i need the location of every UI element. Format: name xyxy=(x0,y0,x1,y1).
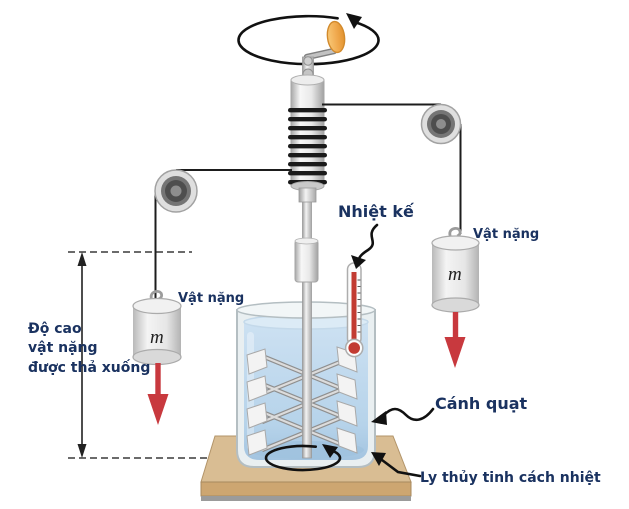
drop-height-measurement xyxy=(68,251,207,459)
weight-right: m xyxy=(431,227,480,368)
base-bottom-edge xyxy=(201,496,411,501)
weight-right-arrow-head-icon xyxy=(444,337,466,368)
shaft-collar-top xyxy=(294,237,319,245)
stir-rotation-arrow-icon xyxy=(264,444,342,472)
shaft-collar xyxy=(294,239,319,283)
weight-right-top xyxy=(431,235,480,251)
thermometer-pointer-arrow-icon xyxy=(357,223,379,261)
pulley-left xyxy=(154,169,198,213)
crank-arm xyxy=(305,49,336,59)
crank-rotation-arrowhead-icon xyxy=(346,13,362,29)
thermometer-label: Nhiệt kế xyxy=(338,202,415,221)
pulley-right xyxy=(420,103,462,145)
drum-connector xyxy=(298,187,317,203)
weight-left: m xyxy=(132,290,182,425)
crank-and-spindle xyxy=(237,13,380,283)
measure-arrowhead-down-icon xyxy=(77,444,87,458)
thermometer xyxy=(344,262,364,358)
paddle-blades xyxy=(246,346,358,456)
mass-symbol-right: m xyxy=(448,264,462,285)
drop-height-label-line3: được thả xuống xyxy=(28,359,150,376)
paddle-wheel xyxy=(246,195,358,472)
glass-pointer-head-icon xyxy=(371,452,386,466)
weight-left-label: Vật nặng xyxy=(178,291,244,306)
weight-left-arrow-head-icon xyxy=(147,394,169,425)
thermometer-bulb xyxy=(348,342,361,354)
spindle-drum xyxy=(290,79,325,186)
crank-rotation-arrow-icon xyxy=(237,14,380,66)
thermometer-pointer-head-icon xyxy=(351,255,366,269)
crank-knob xyxy=(326,20,346,54)
thermometer-column xyxy=(351,272,357,344)
mass-symbol-left: m xyxy=(150,327,164,348)
paddle-pointer-arrow-icon xyxy=(382,407,435,422)
glass-pointer-arrow-icon xyxy=(380,458,422,478)
weight-left-arrow-shaft xyxy=(155,363,161,396)
paddle-pointer-head-icon xyxy=(371,411,387,425)
weight-right-bottom xyxy=(431,297,480,313)
weight-right-label: Vật nặng xyxy=(473,227,539,242)
paddle-shaft xyxy=(302,195,312,459)
weight-right-body xyxy=(432,243,479,305)
spindle-joint-upper xyxy=(303,56,313,66)
rope-and-pulleys xyxy=(154,103,462,299)
stir-rotation-arrowhead-icon xyxy=(322,444,338,458)
drop-height-label-line1: Độ cao xyxy=(28,321,82,337)
measure-arrowhead-up-icon xyxy=(77,252,87,266)
weight-left-body xyxy=(133,306,181,357)
base-front xyxy=(200,481,412,497)
rope-coils xyxy=(288,108,327,185)
weight-left-top xyxy=(132,297,182,315)
label-pointers xyxy=(351,223,435,478)
thermometer-ticks xyxy=(357,279,361,333)
labels: Nhiệt kế Vật nặng Vật nặng Độ cao vật nặ… xyxy=(28,202,601,486)
drop-height-label-line2: vật nặng xyxy=(28,340,98,356)
paddle-wheel-label: Cánh quạt xyxy=(435,394,528,413)
insulated-glass-label: Ly thủy tinh cách nhiệt xyxy=(420,470,601,486)
weight-right-arrow-shaft xyxy=(452,312,459,338)
drum-top xyxy=(290,74,325,86)
